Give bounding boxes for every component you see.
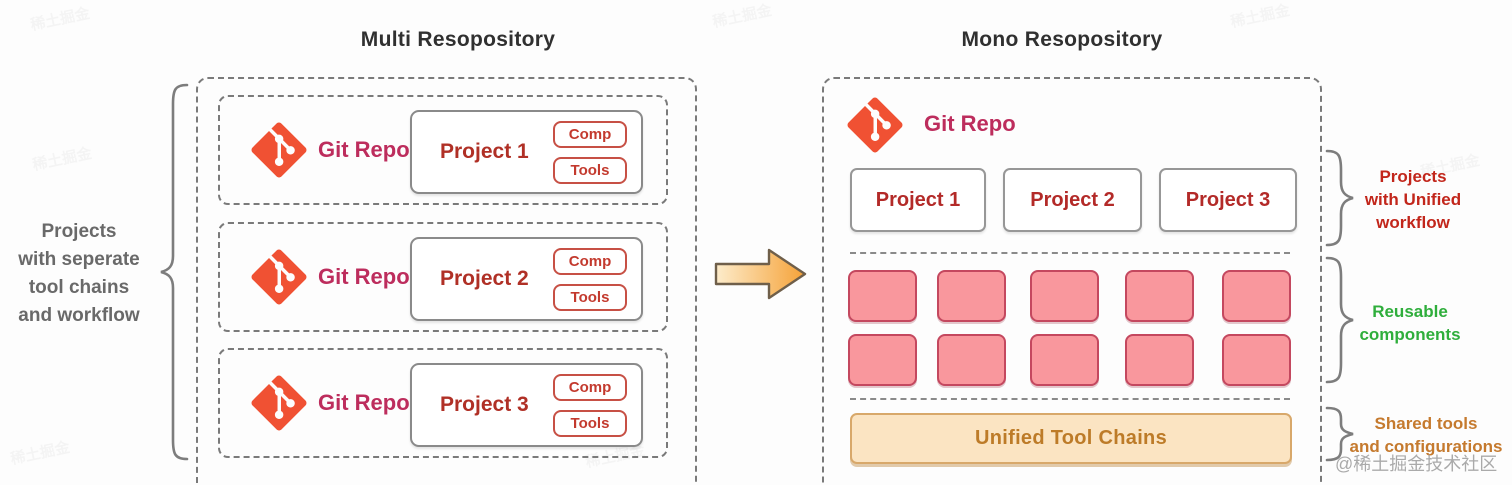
section-separator [850, 398, 1290, 400]
component-block [848, 270, 917, 322]
watermark-faint: 稀土掘金 [31, 144, 94, 175]
mono-project-3: Project 3 [1159, 168, 1297, 232]
annotation-line: components [1359, 325, 1461, 344]
watermark-faint: 稀土掘金 [711, 1, 774, 32]
left-brace [160, 83, 189, 461]
repo-row-3: Git Repo Project 3 Comp Tools [218, 348, 668, 458]
annotation-reusable-components: Reusable components [1348, 300, 1472, 346]
annotation-brace [1325, 406, 1354, 462]
unified-toolchain-box: Unified Tool Chains [850, 413, 1292, 464]
tools-tag: Tools [553, 156, 627, 184]
project-label: Project 2 [440, 267, 529, 290]
mono-project-1: Project 1 [850, 168, 986, 232]
project-tags: Comp Tools [553, 247, 627, 311]
annotation-line: Projects [1379, 167, 1447, 186]
component-block [1030, 334, 1099, 386]
project-label: Project 3 [440, 393, 529, 416]
annotation-line: workflow [1376, 213, 1450, 232]
component-block [1125, 334, 1194, 386]
repo-row-2: Git Repo Project 2 Comp Tools [218, 222, 668, 332]
watermark-faint: 稀土掘金 [29, 4, 92, 35]
component-block [1030, 270, 1099, 322]
annotation-line: Shared tools [1374, 414, 1478, 433]
left-side-label: Projects with seperate tool chains and w… [4, 218, 154, 330]
mono-project-2: Project 2 [1003, 168, 1142, 232]
project-tags: Comp Tools [553, 373, 627, 437]
project-label: Project 1 [440, 140, 529, 163]
right-title: Mono Resopository [961, 28, 1163, 51]
project-box-3: Project 3 Comp Tools [410, 363, 643, 447]
watermark-faint: 稀土掘金 [9, 438, 72, 469]
annotation-shared-tools: Shared tools and configurations [1340, 412, 1512, 458]
tools-tag: Tools [553, 283, 627, 311]
git-repo-label: Git Repo [318, 390, 410, 415]
component-block [937, 334, 1006, 386]
left-side-label-line: Projects [41, 221, 117, 242]
annotation-line: with Unified [1364, 190, 1462, 209]
component-block [1222, 334, 1291, 386]
left-side-label-line: with seperate [18, 249, 140, 270]
repo-row-1: Git Repo Project 1 Comp Tools [218, 95, 668, 205]
left-side-label-line: and workflow [18, 305, 140, 326]
annotation-projects-unified: Projects with Unified workflow [1352, 165, 1474, 234]
comp-tag: Comp [553, 373, 627, 401]
watermark-faint: 稀土掘金 [1229, 1, 1292, 32]
git-icon [251, 122, 307, 178]
left-title: Multi Resopository [360, 28, 556, 51]
component-block [848, 334, 917, 386]
left-side-label-line: tool chains [28, 277, 130, 298]
comp-tag: Comp [553, 247, 627, 275]
tools-tag: Tools [553, 409, 627, 437]
mono-repo-container [822, 77, 1322, 485]
annotation-brace [1325, 149, 1354, 247]
git-icon [847, 97, 903, 153]
git-icon [251, 375, 307, 431]
git-repo-label: Git Repo [318, 264, 410, 289]
transform-arrow-icon [714, 248, 807, 300]
watermark-badge: @稀土掘金技术社区 [1335, 454, 1498, 474]
git-repo-label: Git Repo [318, 137, 410, 162]
annotation-brace [1325, 256, 1354, 384]
component-block [1222, 270, 1291, 322]
git-icon [251, 249, 307, 305]
annotation-line: and configurations [1349, 437, 1503, 456]
component-block [937, 270, 1006, 322]
multi-repo-container [196, 77, 697, 485]
comp-tag: Comp [553, 120, 627, 148]
project-tags: Comp Tools [553, 120, 627, 184]
section-separator [850, 252, 1290, 254]
component-block [1125, 270, 1194, 322]
project-box-1: Project 1 Comp Tools [410, 110, 643, 194]
git-repo-label: Git Repo [924, 111, 1016, 136]
project-box-2: Project 2 Comp Tools [410, 237, 643, 321]
annotation-line: Reusable [1372, 302, 1448, 321]
